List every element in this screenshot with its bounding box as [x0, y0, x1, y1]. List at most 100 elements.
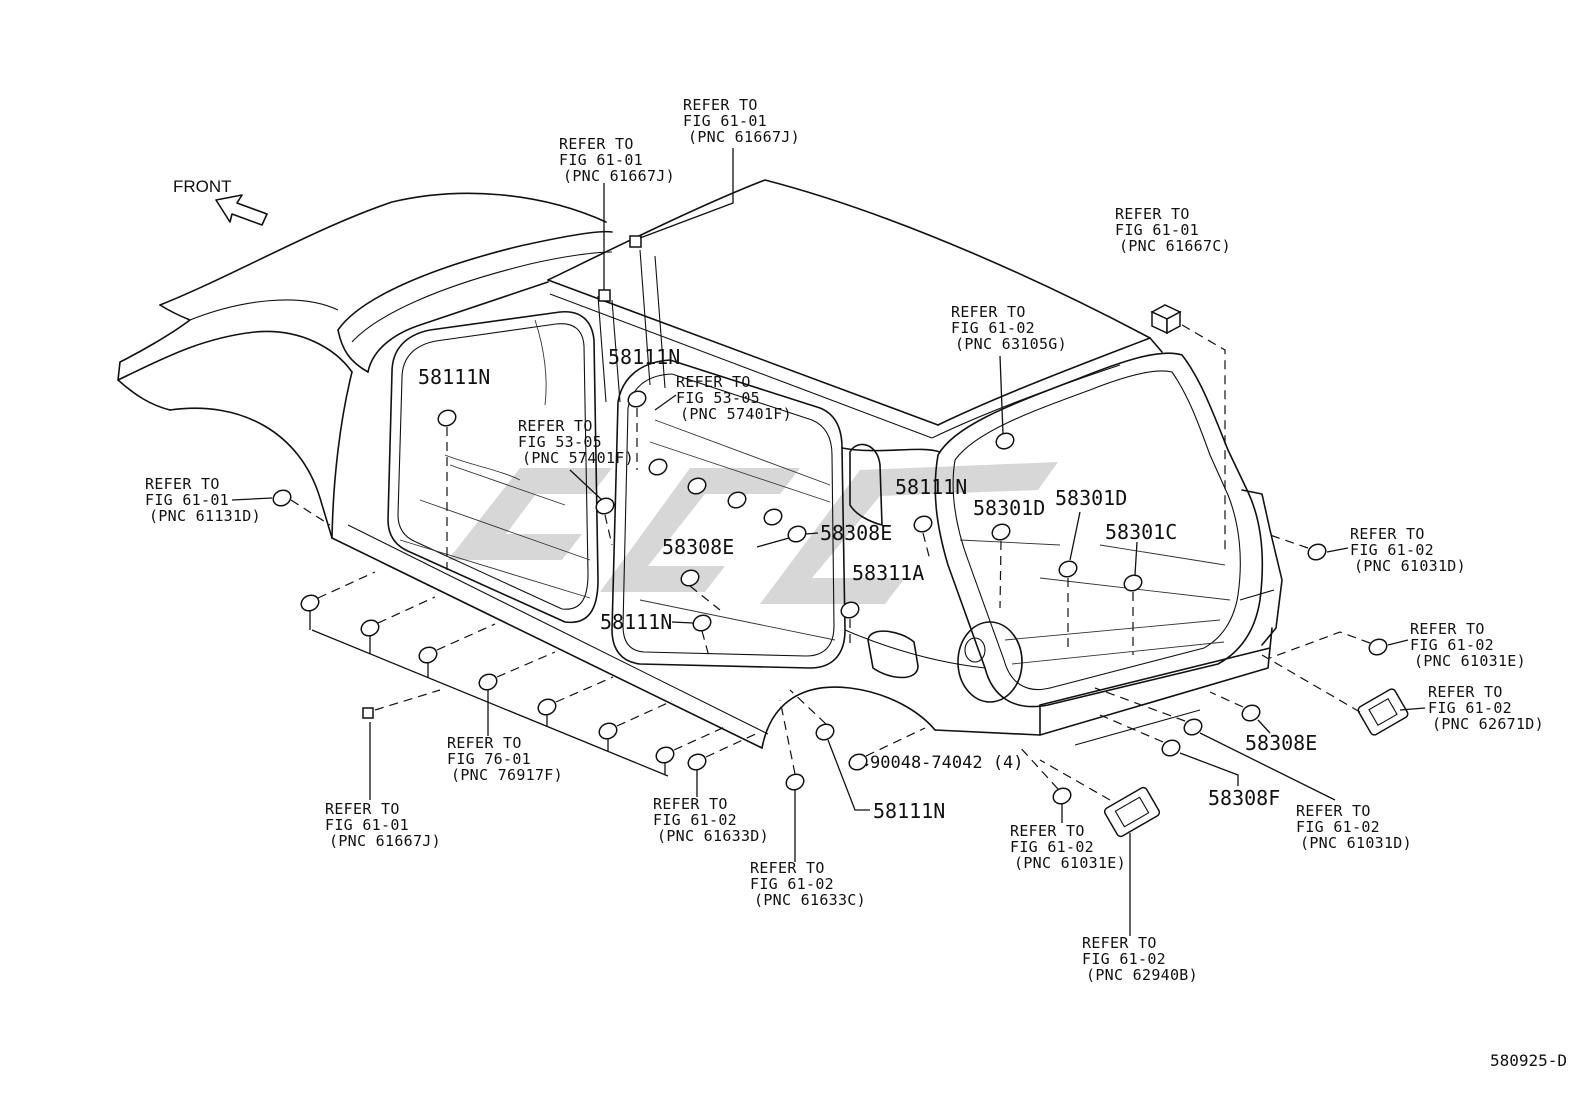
part-label: 58308E	[820, 521, 892, 545]
floor-line	[399, 539, 591, 599]
callout-61667j-upper: REFER TO FIG 61-01 (PNC 61667J)	[559, 135, 675, 185]
leader-line	[756, 537, 790, 548]
callout-line: REFER TO	[676, 373, 751, 391]
hood-inner-line	[351, 251, 613, 343]
part-label: 58311A	[852, 561, 924, 585]
callout-line: (PNC 57401F)	[522, 449, 634, 467]
hole-plug	[478, 673, 498, 691]
cargo-floor-line	[1004, 619, 1221, 641]
dashed-reference-line	[1181, 324, 1226, 555]
quarter-lower-line	[844, 629, 986, 669]
dashed-reference-line	[865, 727, 926, 757]
leader-line	[671, 621, 694, 624]
callout-line: REFER TO	[653, 795, 728, 813]
part-label: 58308E	[662, 535, 734, 559]
callout-57401f-right: REFER TO FIG 53-05 (PNC 57401F)	[676, 373, 792, 423]
leader-line	[1199, 732, 1336, 801]
dashed-reference-line	[616, 700, 673, 727]
part-label: 90048-74042 (4)	[870, 753, 1024, 773]
clip-square-icon	[629, 235, 642, 248]
dashed-reference-line	[317, 571, 376, 599]
hole-plug	[1123, 574, 1143, 592]
callout-line: (PNC 61633C)	[754, 891, 866, 909]
cargo-side-line	[959, 539, 1061, 546]
rear-hatch-opening	[934, 352, 1264, 708]
callouts: REFER TO FIG 61-01 (PNC 61667J) REFER TO…	[145, 96, 1544, 984]
part-label: 58111N	[600, 610, 672, 634]
dashed-reference-line	[1209, 691, 1244, 708]
hole-plug	[692, 614, 712, 632]
b-pillar-line	[639, 249, 651, 386]
callout-line: REFER TO	[750, 859, 825, 877]
leader-line	[1134, 541, 1138, 576]
callout-line: FIG 61-01	[683, 112, 767, 130]
callout-63105g: REFER TO FIG 61-02 (PNC 63105G)	[951, 303, 1067, 353]
rear-bumper-lower	[1074, 709, 1201, 746]
grommet-inner	[1368, 697, 1398, 727]
part-label: 58111N	[895, 475, 967, 499]
b-pillar-line	[654, 255, 666, 389]
rear-hatch-opening-inner	[952, 370, 1241, 690]
part-label: 58301D	[973, 496, 1045, 520]
grommet-62671d-icon	[1357, 688, 1409, 736]
rear-bumper-top	[1039, 627, 1273, 706]
part-label: 58301D	[1055, 486, 1127, 510]
leader-line	[1069, 511, 1081, 561]
callout-line: FIG 53-05	[676, 389, 760, 407]
b-pillar-line	[597, 295, 607, 403]
tail-light-edge	[1241, 489, 1283, 646]
hole-plug	[272, 489, 292, 507]
watermark-shape	[448, 468, 612, 560]
hole-plug	[815, 723, 835, 741]
callout-line: REFER TO	[1428, 683, 1503, 701]
roof-rear-header-inner	[931, 364, 1121, 439]
floor-line	[449, 464, 566, 506]
callout-61031e-lower: REFER TO FIG 61-02 (PNC 61031E)	[1010, 822, 1126, 872]
rear-quarter-lower	[934, 704, 1041, 736]
grommet-62940b-icon	[1103, 786, 1161, 838]
spare-tire-hub	[964, 637, 986, 663]
callout-line: FIG 61-01	[1115, 221, 1199, 239]
grommet-plate	[1357, 688, 1409, 736]
clip-square-icon	[598, 289, 611, 302]
grommet-inner	[1114, 796, 1150, 828]
quarter-upper	[841, 447, 941, 453]
callout-line: FIG 61-02	[1082, 950, 1166, 968]
callout-line: REFER TO	[447, 734, 522, 752]
callout-line: REFER TO	[1296, 802, 1371, 820]
callout-line: REFER TO	[1010, 822, 1085, 840]
front-nose	[117, 304, 353, 381]
fuel-lid	[867, 630, 919, 679]
dashed-reference-line	[496, 651, 556, 678]
front-label: FRONT	[173, 177, 232, 196]
callout-line: FIG 61-02	[1410, 636, 1494, 654]
rocker-upper	[347, 524, 769, 735]
callout-line: REFER TO	[559, 135, 634, 153]
leader-line	[1399, 707, 1426, 711]
hole-plug	[437, 409, 457, 427]
hole-plug	[991, 523, 1011, 541]
callout-line: REFER TO	[325, 800, 400, 818]
callout-61031e-right: REFER TO FIG 61-02 (PNC 61031E)	[1410, 620, 1526, 670]
callout-line: (PNC 61131D)	[149, 507, 261, 525]
cargo-floor-line	[1011, 641, 1225, 665]
floor-line	[654, 419, 831, 486]
leader-line	[569, 469, 603, 501]
leader-line	[311, 629, 669, 777]
hole-plug	[680, 569, 700, 587]
callout-line: (PNC 61031E)	[1414, 652, 1526, 670]
hole-plug	[1241, 704, 1261, 722]
watermark-shape	[760, 462, 1058, 604]
cargo-floor-line	[1099, 544, 1226, 566]
hole-plug	[787, 525, 807, 543]
callout-line: FIG 61-02	[1296, 818, 1380, 836]
hole-plug	[360, 619, 380, 637]
part-label: 58111N	[418, 365, 490, 389]
callout-61667j-bottom: REFER TO FIG 61-01 (PNC 61667J)	[325, 800, 441, 850]
callout-line: (PNC 61031D)	[1300, 834, 1412, 852]
hole-plug	[995, 432, 1015, 450]
dashed-reference-line	[377, 596, 436, 624]
callout-line: (PNC 57401F)	[680, 405, 792, 423]
hole-plug	[687, 477, 707, 495]
